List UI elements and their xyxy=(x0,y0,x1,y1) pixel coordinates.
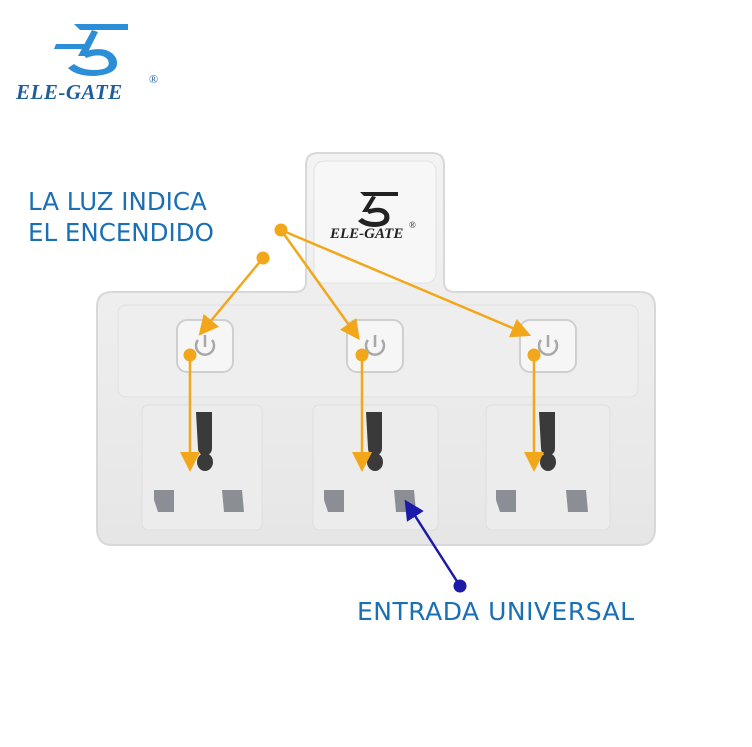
universal-input-callout: ENTRADA UNIVERSAL xyxy=(357,597,635,626)
tab-brand-name: ELE-GATE xyxy=(330,226,404,242)
brand-logo: ELE-GATE ® xyxy=(16,14,166,104)
registered-mark: ® xyxy=(149,72,159,86)
callout-line-2: EL ENCENDIDO xyxy=(28,218,214,247)
power-icon xyxy=(194,335,216,356)
callout-line-1: LA LUZ INDICA xyxy=(28,187,207,216)
power-icon xyxy=(537,335,559,356)
power-indicator-arrows xyxy=(180,223,544,472)
stylized-e-logo-icon xyxy=(54,24,128,76)
power-light-callout: LA LUZ INDICA EL ENCENDIDO xyxy=(28,186,214,248)
tab-logo-icon xyxy=(358,192,398,227)
brand-name: ELE-GATE xyxy=(16,80,123,104)
universal-socket-arrow xyxy=(404,499,467,593)
tab-registered-mark: ® xyxy=(409,220,416,230)
